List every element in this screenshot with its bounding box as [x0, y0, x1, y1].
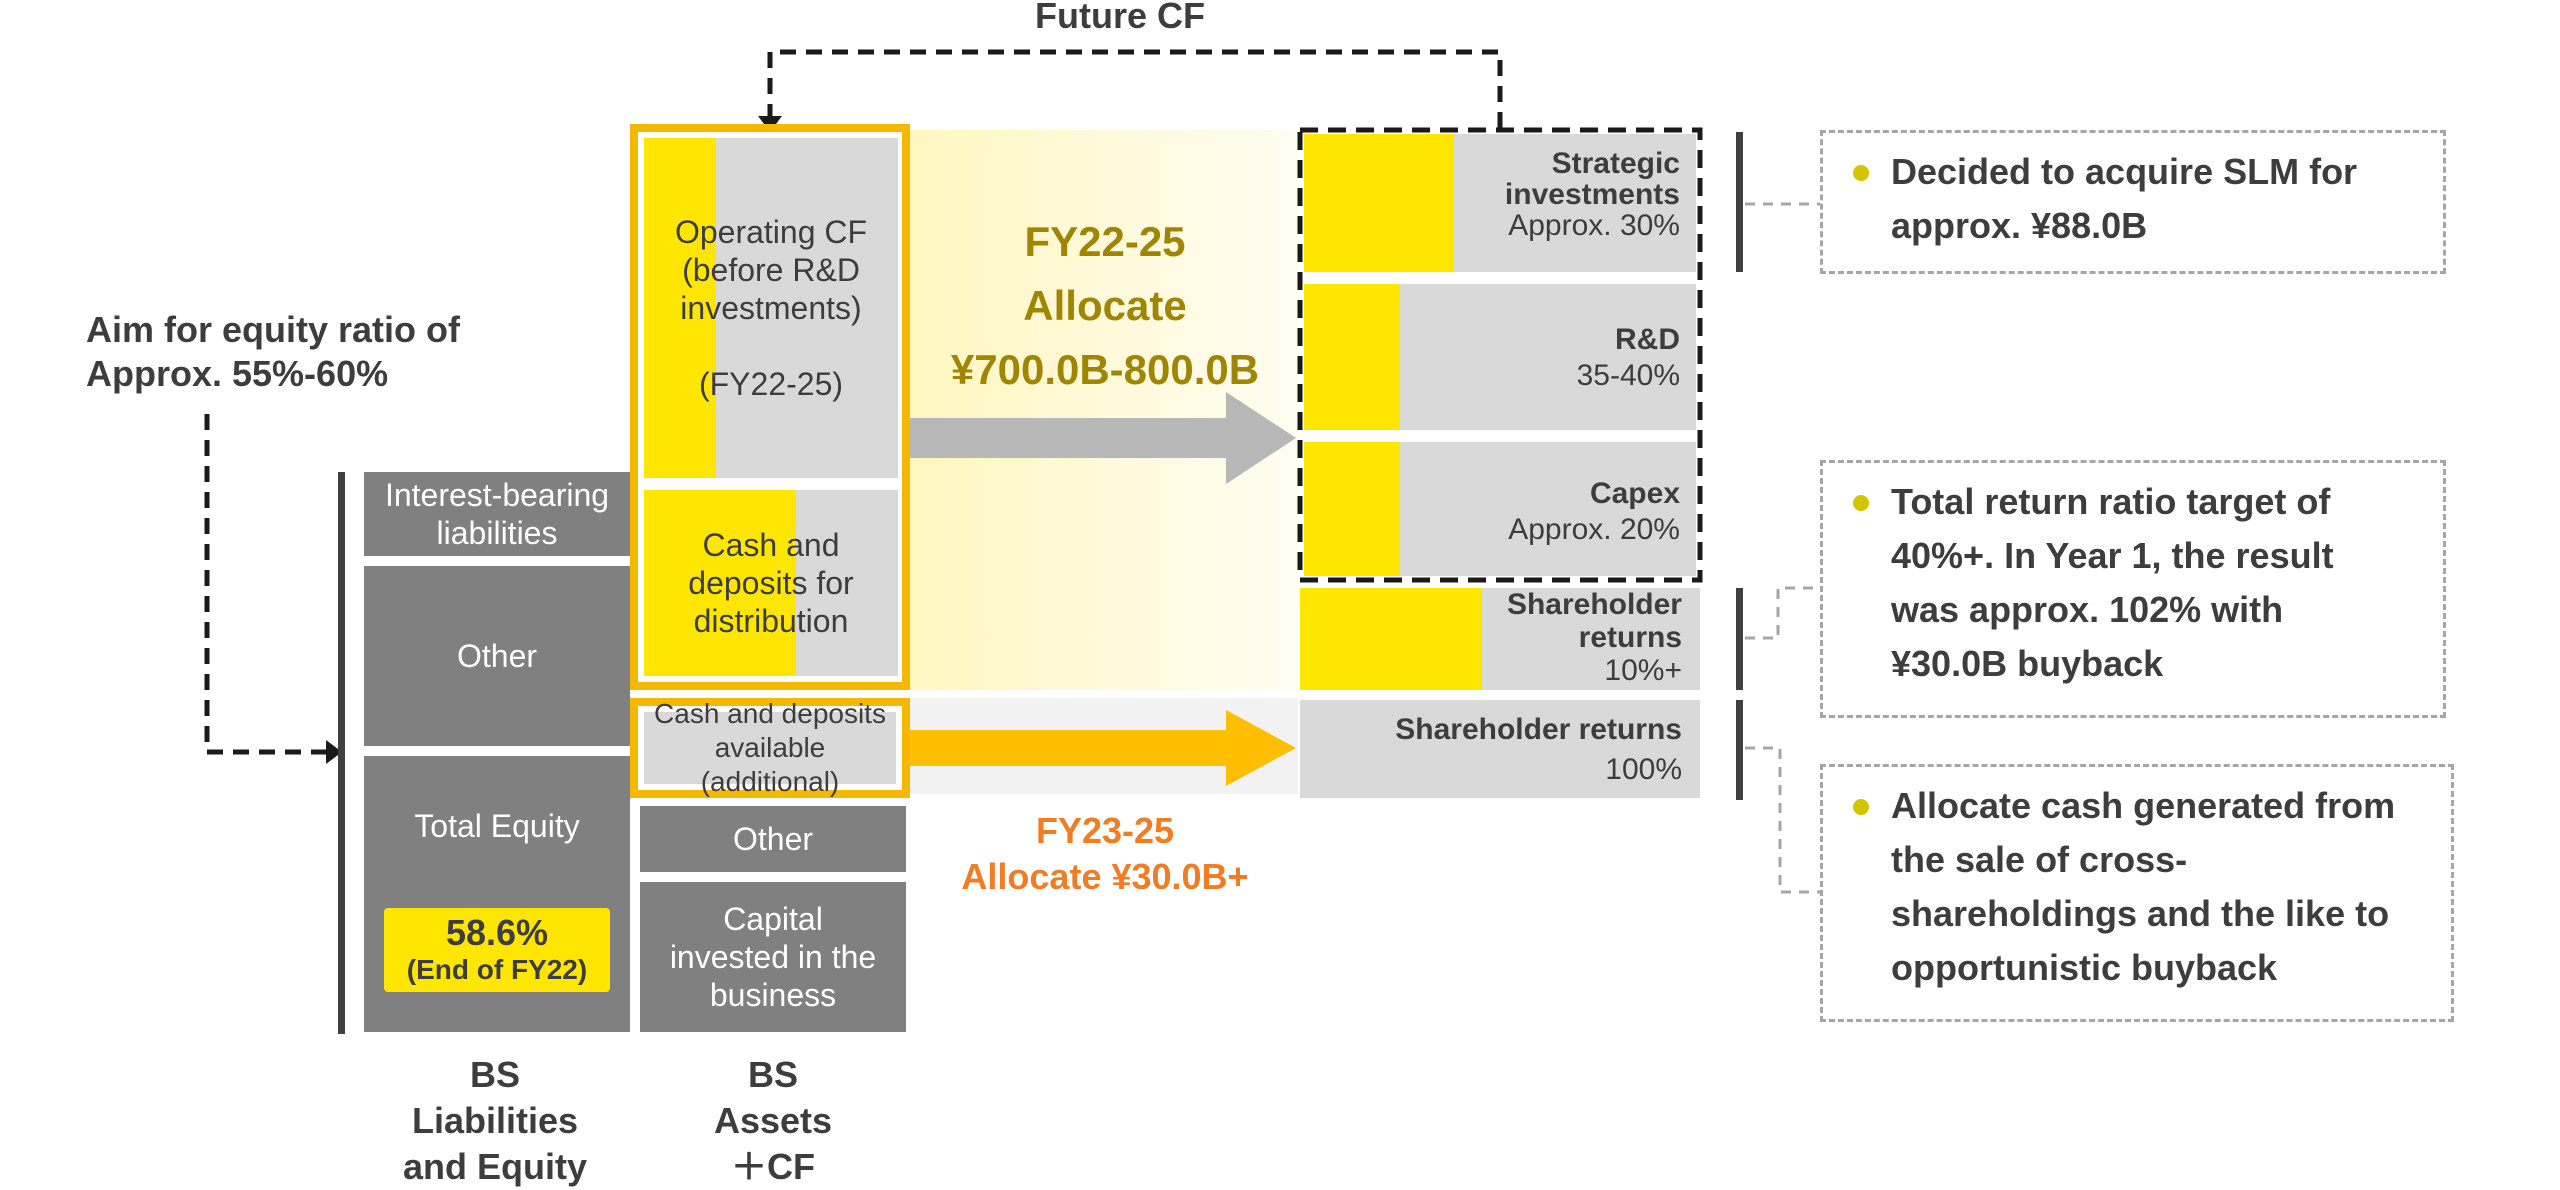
callout-total-return: Total return ratio target of 40%+. In Ye…: [1820, 460, 2446, 718]
strategic-investments-box: Strategic investments Approx. 30%: [1304, 134, 1696, 272]
interest-bearing-line1: Interest-bearing: [384, 477, 610, 513]
shareholder-returns-additional-box: Shareholder returns 100%: [1300, 700, 1700, 798]
equity-ratio-aim: Aim for equity ratio of Approx. 55%-60%: [86, 308, 526, 396]
callout-total-return-line4: ¥30.0B buyback: [1891, 643, 2164, 684]
bullet-icon: [1853, 799, 1869, 815]
future-cf-label: Future CF: [1035, 0, 1205, 36]
callout-cross-line1: Allocate cash generated from: [1891, 785, 2396, 826]
liabilities-bracket: [338, 472, 345, 1034]
shareholder-main-line2: returns: [1578, 621, 1682, 654]
callout-total-return-line2: 40%+. In Year 1, the result: [1891, 535, 2334, 576]
operating-cf-line1: Operating CF: [674, 214, 868, 250]
callout-slm-line2: approx. ¥88.0B: [1891, 205, 2148, 246]
liabilities-footer-line3: and Equity: [402, 1146, 587, 1187]
capex-line1: Capex: [1589, 477, 1680, 510]
allocation-main-line1: FY22-25: [1024, 218, 1186, 265]
rnd-line2: 35-40%: [1576, 359, 1680, 392]
equity-ratio-badge: 58.6% (End of FY22): [384, 908, 610, 992]
strategic-line2: investments: [1504, 178, 1680, 211]
total-equity-label: Total Equity: [414, 808, 580, 844]
shareholder-main-line3: 10%+: [1604, 654, 1682, 687]
shareholder-returns-main-fill: [1300, 588, 1482, 690]
assets-footer-line1: BS: [747, 1054, 798, 1095]
capital-invested-line1: Capital: [723, 901, 823, 937]
capital-invested-box: Capital invested in the business: [640, 882, 906, 1032]
shareholder-main-line1: Shareholder: [1506, 588, 1682, 621]
shareholder-returns-additional-text: Shareholder returns 100%: [1395, 710, 1682, 790]
cash-for-distribution-line3: distribution: [693, 603, 849, 639]
cash-additional-line1: Cash and deposits: [654, 698, 886, 729]
shareholder-additional-line1: Shareholder returns: [1395, 713, 1682, 746]
callout-total-return-line1: Total return ratio target of: [1891, 481, 2331, 522]
operating-cf-line3: investments): [680, 290, 862, 326]
bullet-icon: [1853, 165, 1869, 181]
liabilities-footer-line2: Liabilities: [411, 1100, 579, 1141]
shareholder-returns-main-box: Shareholder returns 10%+: [1300, 588, 1700, 690]
allocation-main-label: FY22-25 Allocate ¥700.0B-800.0B: [910, 210, 1300, 402]
cash-for-distribution-line1: Cash and: [702, 527, 840, 563]
operating-cf-line2: (before R&D: [682, 252, 860, 288]
callout-cross-line2: the sale of cross-: [1891, 839, 2188, 880]
liabilities-other: Other: [364, 566, 630, 746]
allocation-main-line3: ¥700.0B-800.0B: [950, 346, 1260, 393]
callout-cross-shareholdings: Allocate cash generated from the sale of…: [1820, 764, 2454, 1022]
rnd-box: R&D 35-40%: [1304, 284, 1696, 430]
interest-bearing-line2: liabilities: [436, 515, 558, 551]
equity-ratio-note: (End of FY22): [406, 954, 588, 985]
assets-footer-line2: Assets: [713, 1100, 833, 1141]
strategic-investments-text: Strategic investments Approx. 30%: [1505, 148, 1680, 241]
capex-text: Capex Approx. 20%: [1508, 476, 1680, 548]
callout-slm-acquisition: Decided to acquire SLM for approx. ¥88.0…: [1820, 130, 2446, 274]
capex-box: Capex Approx. 20%: [1304, 442, 1696, 576]
cash-additional-inner: Cash and deposits available (additional): [644, 698, 896, 797]
callout-slm-line1: Decided to acquire SLM for: [1891, 151, 2358, 192]
liabilities-footer: BS Liabilities and Equity: [340, 1052, 650, 1190]
callout-cross-line4: opportunistic buyback: [1891, 947, 2278, 988]
shareholder-main-bracket: [1736, 588, 1743, 690]
callout-cross-line3: shareholdings and the like to: [1891, 893, 2390, 934]
strategic-investments-fill: [1304, 134, 1454, 272]
cash-for-distribution-text: Cash and deposits for distribution: [644, 490, 898, 676]
shareholder-returns-main-text: Shareholder returns 10%+: [1507, 588, 1682, 687]
equity-ratio-aim-line2: Approx. 55%-60%: [86, 353, 389, 394]
rnd-text: R&D 35-40%: [1577, 322, 1680, 394]
assets-footer-line3: ＋CF: [731, 1146, 815, 1187]
capital-invested-line3: business: [709, 977, 837, 1013]
cash-for-distribution-box: Cash and deposits for distribution: [644, 490, 898, 676]
assets-other: Other: [640, 806, 906, 872]
strategic-bracket: [1736, 132, 1743, 272]
shareholder-additional-bracket: [1736, 700, 1743, 800]
callout-total-return-line3: was approx. 102% with: [1891, 589, 2284, 630]
cash-for-distribution-line2: deposits for: [688, 565, 854, 601]
operating-cf-box: Operating CF (before R&D investments) (F…: [644, 138, 898, 478]
allocation-additional-line1: FY23-25: [1035, 810, 1175, 851]
allocation-additional-label: FY23-25 Allocate ¥30.0B+: [910, 808, 1300, 900]
allocation-additional-line2: Allocate ¥30.0B+: [961, 856, 1249, 897]
shareholder-additional-line2: 100%: [1605, 753, 1682, 786]
strategic-line3: Approx. 30%: [1508, 209, 1680, 242]
operating-cf-text: Operating CF (before R&D investments) (F…: [644, 138, 898, 478]
rnd-line1: R&D: [1615, 323, 1680, 356]
interest-bearing-liabilities: Interest-bearing liabilities: [364, 472, 630, 556]
capex-fill: [1304, 442, 1400, 576]
cash-additional-box: Cash and deposits available (additional): [630, 698, 910, 798]
total-equity-box: Total Equity 58.6% (End of FY22): [364, 756, 630, 1032]
equity-ratio-aim-line1: Aim for equity ratio of: [86, 309, 461, 350]
rnd-fill: [1304, 284, 1400, 430]
bullet-icon: [1853, 495, 1869, 511]
liabilities-footer-line1: BS: [469, 1054, 520, 1095]
cash-additional-line2: available (additional): [700, 732, 840, 797]
operating-cf-line4: (FY22-25): [698, 366, 844, 402]
capex-line2: Approx. 20%: [1508, 513, 1680, 546]
strategic-line1: Strategic: [1551, 147, 1680, 180]
cash-for-distribution-fill: [644, 490, 796, 676]
allocation-main-line2: Allocate: [1023, 282, 1187, 329]
capital-invested-line2: invested in the: [669, 939, 877, 975]
assets-footer: BS Assets ＋CF: [640, 1052, 906, 1190]
equity-ratio-value: 58.6%: [445, 912, 549, 953]
operating-cf-fill: [644, 138, 716, 478]
